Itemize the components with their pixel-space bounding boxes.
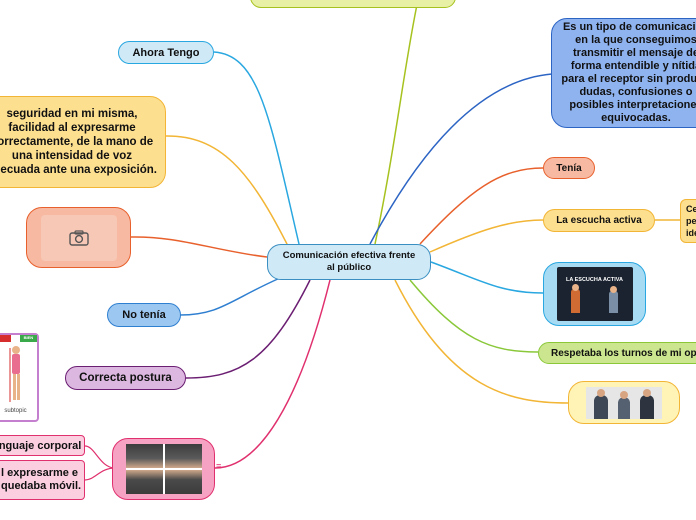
node-meeting-image[interactable] <box>568 381 680 424</box>
node-escucha-activa[interactable]: La escucha activa <box>543 209 655 232</box>
node-lenguaje-corporal[interactable]: lenguaje corporal <box>0 435 85 456</box>
node-respetaba[interactable]: Respetaba los turnos de mi op <box>538 342 696 364</box>
body-language-photo <box>125 444 202 494</box>
node-no-tenia[interactable]: No tenía <box>107 303 181 327</box>
escucha-photo: LA ESCUCHA ACTIVA <box>556 267 633 321</box>
escucha-photo-title: LA ESCUCHA ACTIVA <box>565 277 624 283</box>
node-seguridad[interactable]: seguridad en mi misma, facilidad al expr… <box>0 96 166 188</box>
node-image-placeholder[interactable] <box>26 207 131 268</box>
node-label: seguridad en mi misma, facilidad al expr… <box>0 108 157 176</box>
node-label: Tenía <box>556 162 582 174</box>
node-label: Correcta postura <box>79 372 172 384</box>
node-postura-image[interactable]: BIEN subtopic <box>0 333 39 422</box>
node-label: lenguaje corporal <box>0 439 82 452</box>
node-tenia[interactable]: Tenía <box>543 157 595 179</box>
node-label: Es un tipo de comunicación en la que con… <box>561 21 696 124</box>
node-correcta-postura[interactable]: Correcta postura <box>65 366 186 390</box>
node-escucha-image[interactable]: LA ESCUCHA ACTIVA <box>543 262 646 326</box>
node-label: La escucha activa <box>556 215 642 226</box>
node-label: No tenía <box>122 309 166 321</box>
node-escucha-sub[interactable]: Ce pe ide <box>680 199 696 243</box>
top-partial-node[interactable] <box>250 0 456 8</box>
node-ahora-tengo[interactable]: Ahora Tengo <box>118 41 214 64</box>
central-topic[interactable]: Comunicación efectiva frente al público <box>267 244 431 280</box>
node-body-language-image[interactable] <box>112 438 215 500</box>
node-label: Ahora Tengo <box>132 46 200 59</box>
standing-person-illustration <box>9 346 20 402</box>
camera-icon <box>68 229 89 246</box>
node-definicion[interactable]: Es un tipo de comunicación en la que con… <box>551 18 696 128</box>
postura-caption: subtopic <box>4 408 27 414</box>
node-label: Respetaba los turnos de mi op <box>551 347 696 359</box>
node-expresarme[interactable]: l expresarme e quedaba móvil. <box>0 460 85 500</box>
central-topic-label: Comunicación efectiva frente al público <box>282 250 416 273</box>
notes-icon[interactable]: ≡ <box>216 461 222 471</box>
meeting-photo <box>586 386 662 419</box>
postura-tags: BIEN <box>0 335 37 342</box>
node-label: Ce pe ide <box>686 204 696 238</box>
postura-tag: BIEN <box>19 335 37 342</box>
node-label: l expresarme e quedaba móvil. <box>1 467 82 492</box>
image-placeholder-frame <box>40 214 117 261</box>
